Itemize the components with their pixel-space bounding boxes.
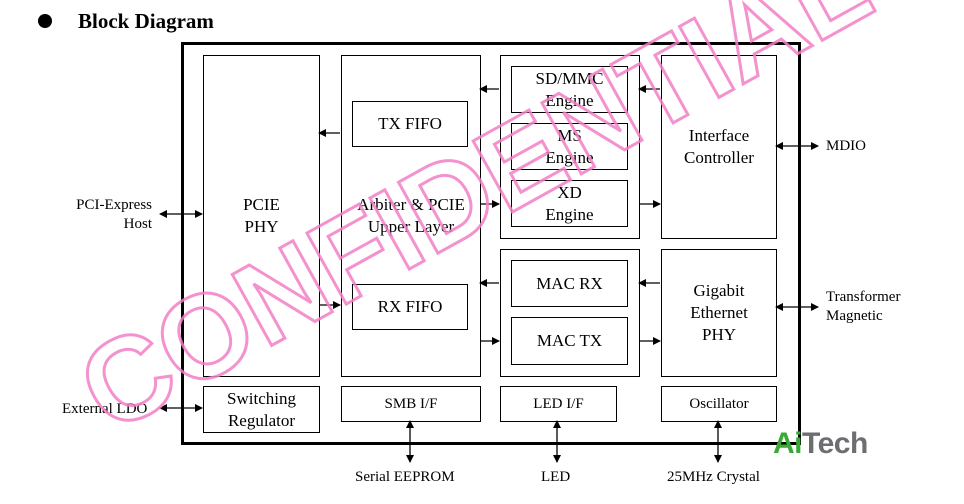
transformer-magnetic-label: Transformer Magnetic <box>826 289 901 324</box>
chip-boundary <box>181 42 801 445</box>
xd-engine-block: XD Engine <box>511 180 628 227</box>
ms-engine-block: MS Engine <box>511 123 628 170</box>
serial-eeprom-label: Serial EEPROM <box>355 469 455 485</box>
section-heading: Block Diagram <box>38 6 214 36</box>
mac-group <box>500 249 640 377</box>
mac-tx-block: MAC TX <box>511 317 628 365</box>
mac-rx-block: MAC RX <box>511 260 628 307</box>
interface-controller-block: Interface Controller <box>661 55 777 239</box>
mdio-label: MDIO <box>826 138 866 154</box>
aitech-logo: AiTech <box>773 427 868 461</box>
bullet-icon <box>38 14 52 28</box>
pci-express-host-label: PCI-Express Host <box>76 197 152 232</box>
logo-part-tech: Tech <box>802 427 868 460</box>
led-label: LED <box>541 469 571 485</box>
tx-fifo-block: TX FIFO <box>352 101 468 147</box>
gigabit-ethernet-phy-block: Gigabit Ethernet PHY <box>661 249 777 377</box>
crystal-label: 25MHz Crystal <box>667 469 760 485</box>
card-reader-engines-group <box>500 55 640 239</box>
external-ldo-label: External LDO <box>62 401 148 417</box>
led-if-block: LED I/F <box>500 386 617 422</box>
rx-fifo-block: RX FIFO <box>352 284 468 330</box>
logo-part-ai: Ai <box>773 427 803 460</box>
sd-mmc-engine-block: SD/MMC Engine <box>511 66 628 113</box>
section-title: Block Diagram <box>78 8 214 33</box>
oscillator-block: Oscillator <box>661 386 777 422</box>
pcie-phy-block: PCIE PHY <box>203 55 320 377</box>
switching-regulator-block: Switching Regulator <box>203 386 320 433</box>
smb-if-block: SMB I/F <box>341 386 481 422</box>
